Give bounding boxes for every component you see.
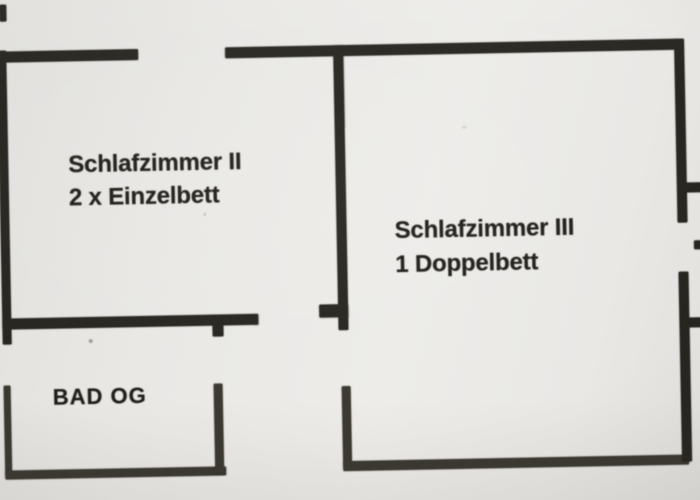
wall-sz2-bottom-jamb xyxy=(212,324,224,337)
room-name: Schlafzimmer III xyxy=(394,213,575,245)
wall-top-schlafzimmer2 xyxy=(0,49,139,63)
room-label-schlafzimmer-2: Schlafzimmer II 2 x Einzelbett xyxy=(68,145,242,214)
wall-right-stub-lower xyxy=(687,317,700,328)
wall-bad-right xyxy=(213,383,225,474)
wall-bad-left xyxy=(3,385,13,478)
wall-outer-left xyxy=(0,50,12,345)
room-beds: 2 x Einzelbett xyxy=(68,181,220,212)
wall-right-stub-upper xyxy=(684,182,700,193)
room-beds: 1 Doppelbett xyxy=(395,248,539,279)
wall-sz3-right-upper xyxy=(674,38,688,223)
wall-sz3-left-lower xyxy=(341,386,353,469)
room-name: BAD OG xyxy=(52,382,147,410)
room-label-schlafzimmer-3: Schlafzimmer III 1 Doppelbett xyxy=(394,211,575,282)
wall-top-schlafzimmer3 xyxy=(225,38,678,59)
wall-right-edge-mark xyxy=(693,240,700,250)
room-label-bad-og: BAD OG xyxy=(53,383,147,411)
wall-edge-fragment-top-left xyxy=(0,4,7,22)
wall-bad-bottom xyxy=(5,466,227,480)
room-name: Schlafzimmer II xyxy=(68,148,242,179)
wall-sz3-bottom xyxy=(343,454,690,472)
wall-sz2-bottom-stub xyxy=(319,304,349,318)
wall-sz3-right-lower xyxy=(678,271,693,462)
wall-divider-sz2-sz3 xyxy=(333,45,349,331)
